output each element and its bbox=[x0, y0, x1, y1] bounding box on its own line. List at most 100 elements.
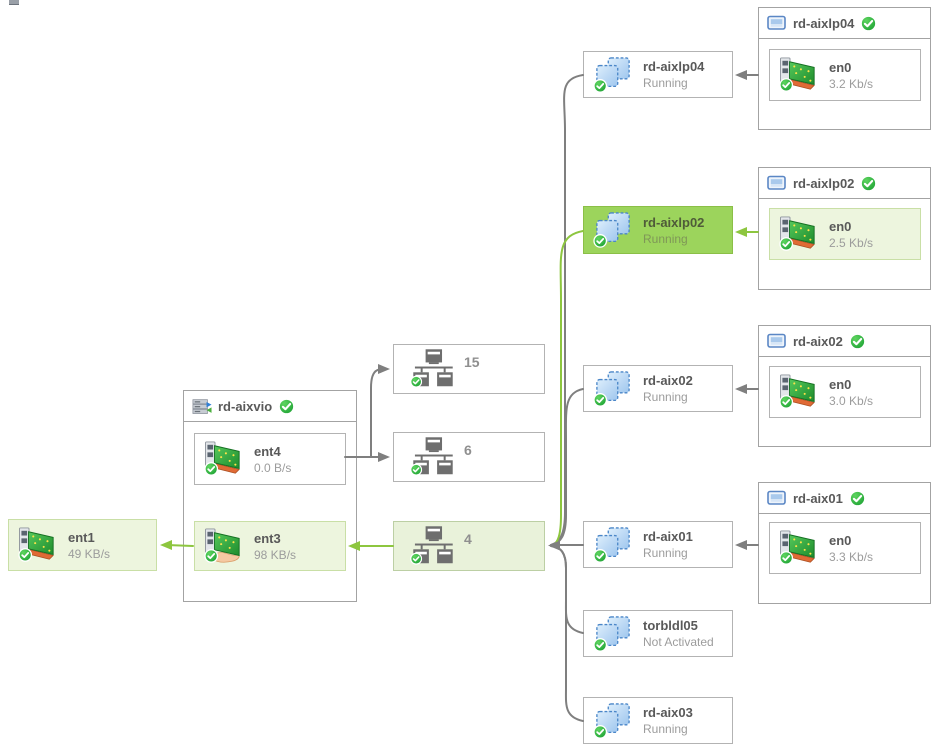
vlan-id: 6 bbox=[464, 442, 472, 458]
host-container-rd-aixlp02: rd-aixlp02 en0 2.5 Kb/s bbox=[758, 167, 931, 290]
host-header[interactable]: rd-aix01 bbox=[759, 483, 930, 514]
adapter-node-ent3[interactable]: ent3 98 KB/s bbox=[194, 521, 346, 571]
host-header[interactable]: rd-aixlp02 bbox=[759, 168, 930, 199]
adapter-label: ent1 bbox=[68, 529, 95, 545]
host-title: rd-aix02 bbox=[793, 333, 843, 349]
edge-aix02-to-vlan4 bbox=[550, 388, 584, 546]
adapter-label: en0 bbox=[829, 59, 852, 75]
network-adapter-icon bbox=[18, 527, 58, 563]
ok-check-icon bbox=[278, 398, 295, 415]
adapter-label: ent4 bbox=[254, 443, 281, 459]
lpar-node-rd-aix02[interactable]: rd-aix02 Running bbox=[583, 365, 733, 412]
vlan-node-6[interactable]: 6 bbox=[393, 432, 545, 482]
lpar-icon bbox=[593, 371, 633, 407]
adapter-label: en0 bbox=[829, 376, 852, 392]
network-adapter-icon bbox=[779, 374, 819, 410]
adapter-node-en0[interactable]: en0 2.5 Kb/s bbox=[769, 208, 921, 260]
shared-adapter-icon bbox=[204, 528, 244, 564]
arrowhead-active bbox=[735, 227, 747, 237]
lpar-status: Running bbox=[643, 722, 688, 736]
lpar-icon bbox=[593, 57, 633, 93]
ok-check-icon bbox=[849, 490, 866, 507]
arrowhead bbox=[378, 364, 390, 374]
edge-lp04-to-vlan4 bbox=[550, 74, 584, 546]
host-header[interactable]: rd-aixlp04 bbox=[759, 8, 930, 39]
adapter-rate: 0.0 B/s bbox=[254, 460, 292, 475]
lpar-status: Running bbox=[643, 546, 688, 560]
adapter-rate: 3.0 Kb/s bbox=[829, 393, 874, 408]
lpar-node-rd-aixlp02[interactable]: rd-aixlp02 Running bbox=[583, 206, 733, 254]
lpar-status: Running bbox=[643, 76, 688, 90]
vios-title: rd-aixvio bbox=[218, 398, 273, 414]
host-header[interactable]: rd-aix02 bbox=[759, 326, 930, 357]
network-switch-icon bbox=[410, 526, 456, 566]
lpar-icon bbox=[593, 212, 633, 248]
server-icon bbox=[192, 398, 212, 415]
edge-lp02-to-vlan4-active bbox=[551, 230, 584, 547]
arrowhead bbox=[735, 540, 747, 550]
lpar-status: Running bbox=[643, 390, 688, 404]
host-title: rd-aixlp02 bbox=[793, 175, 855, 191]
edge-aix03-to-vlan4 bbox=[550, 545, 584, 722]
ok-check-icon bbox=[860, 175, 877, 192]
lpar-status: Running bbox=[643, 231, 688, 246]
ok-check-icon bbox=[849, 333, 866, 350]
adapter-node-en0[interactable]: en0 3.3 Kb/s bbox=[769, 522, 921, 574]
host-container-rd-aix01: rd-aix01 en0 3.3 Kb/s bbox=[758, 482, 931, 604]
adapter-node-ent1[interactable]: ent1 49 KB/s bbox=[8, 519, 157, 571]
adapter-rate: 3.3 Kb/s bbox=[829, 549, 874, 564]
host-icon bbox=[767, 490, 787, 506]
host-icon bbox=[767, 15, 787, 31]
vlan-id: 4 bbox=[464, 531, 472, 547]
network-adapter-icon bbox=[779, 530, 819, 566]
adapter-node-en0[interactable]: en0 3.2 Kb/s bbox=[769, 49, 921, 101]
adapter-rate: 98 KB/s bbox=[254, 547, 297, 562]
adapter-node-ent4[interactable]: ent4 0.0 B/s bbox=[194, 433, 346, 485]
lpar-label: rd-aix02 bbox=[643, 373, 693, 388]
network-switch-icon bbox=[410, 437, 456, 477]
vlan-node-4[interactable]: 4 bbox=[393, 521, 545, 571]
lpar-node-rd-aix01[interactable]: rd-aix01 Running bbox=[583, 521, 733, 568]
lpar-node-torbldl05[interactable]: torbldl05 Not Activated bbox=[583, 610, 733, 657]
lpar-status: Not Activated bbox=[643, 635, 714, 649]
lpar-label: rd-aixlp02 bbox=[643, 214, 705, 230]
edge-torbldl05-to-vlan4 bbox=[550, 545, 584, 634]
lpar-label: rd-aixlp04 bbox=[643, 59, 705, 74]
vios-header[interactable]: rd-aixvio bbox=[184, 391, 356, 422]
vlan-id: 15 bbox=[464, 354, 480, 370]
arrowhead-active bbox=[160, 540, 172, 550]
lpar-icon bbox=[593, 703, 633, 739]
ok-check-icon bbox=[860, 15, 877, 32]
lpar-node-rd-aix03[interactable]: rd-aix03 Running bbox=[583, 697, 733, 744]
arrowhead bbox=[735, 384, 747, 394]
network-adapter-icon bbox=[779, 216, 819, 252]
lpar-label: rd-aix03 bbox=[643, 705, 693, 720]
host-icon bbox=[767, 175, 787, 191]
arrowhead bbox=[735, 70, 747, 80]
lpar-label: rd-aix01 bbox=[643, 529, 693, 544]
lpar-node-rd-aixlp04[interactable]: rd-aixlp04 Running bbox=[583, 51, 733, 98]
network-adapter-icon bbox=[779, 57, 819, 93]
adapter-rate: 49 KB/s bbox=[68, 546, 111, 561]
edge-ent4-to-vlan15 bbox=[370, 368, 384, 458]
host-container-rd-aix02: rd-aix02 en0 3.0 Kb/s bbox=[758, 325, 931, 447]
host-container-rd-aixlp04: rd-aixlp04 en0 3.2 Kb/s bbox=[758, 7, 931, 130]
arrowhead bbox=[548, 540, 560, 551]
vlan-node-15[interactable]: 15 bbox=[393, 344, 545, 394]
host-icon bbox=[767, 333, 787, 349]
adapter-label: ent3 bbox=[254, 530, 281, 546]
host-title: rd-aixlp04 bbox=[793, 15, 855, 31]
clipped-icon-fragment bbox=[9, 0, 19, 5]
network-switch-icon bbox=[410, 349, 456, 389]
adapter-label: en0 bbox=[829, 218, 852, 234]
lpar-label: torbldl05 bbox=[643, 618, 698, 633]
adapter-label: en0 bbox=[829, 532, 852, 548]
host-title: rd-aix01 bbox=[793, 490, 843, 506]
adapter-rate: 2.5 Kb/s bbox=[829, 235, 874, 250]
adapter-node-en0[interactable]: en0 3.0 Kb/s bbox=[769, 366, 921, 418]
lpar-icon bbox=[593, 527, 633, 563]
vios-container: rd-aixvio ent4 0.0 B/s ent3 98 KB/s bbox=[183, 390, 357, 602]
adapter-rate: 3.2 Kb/s bbox=[829, 76, 874, 91]
lpar-icon bbox=[593, 616, 633, 652]
